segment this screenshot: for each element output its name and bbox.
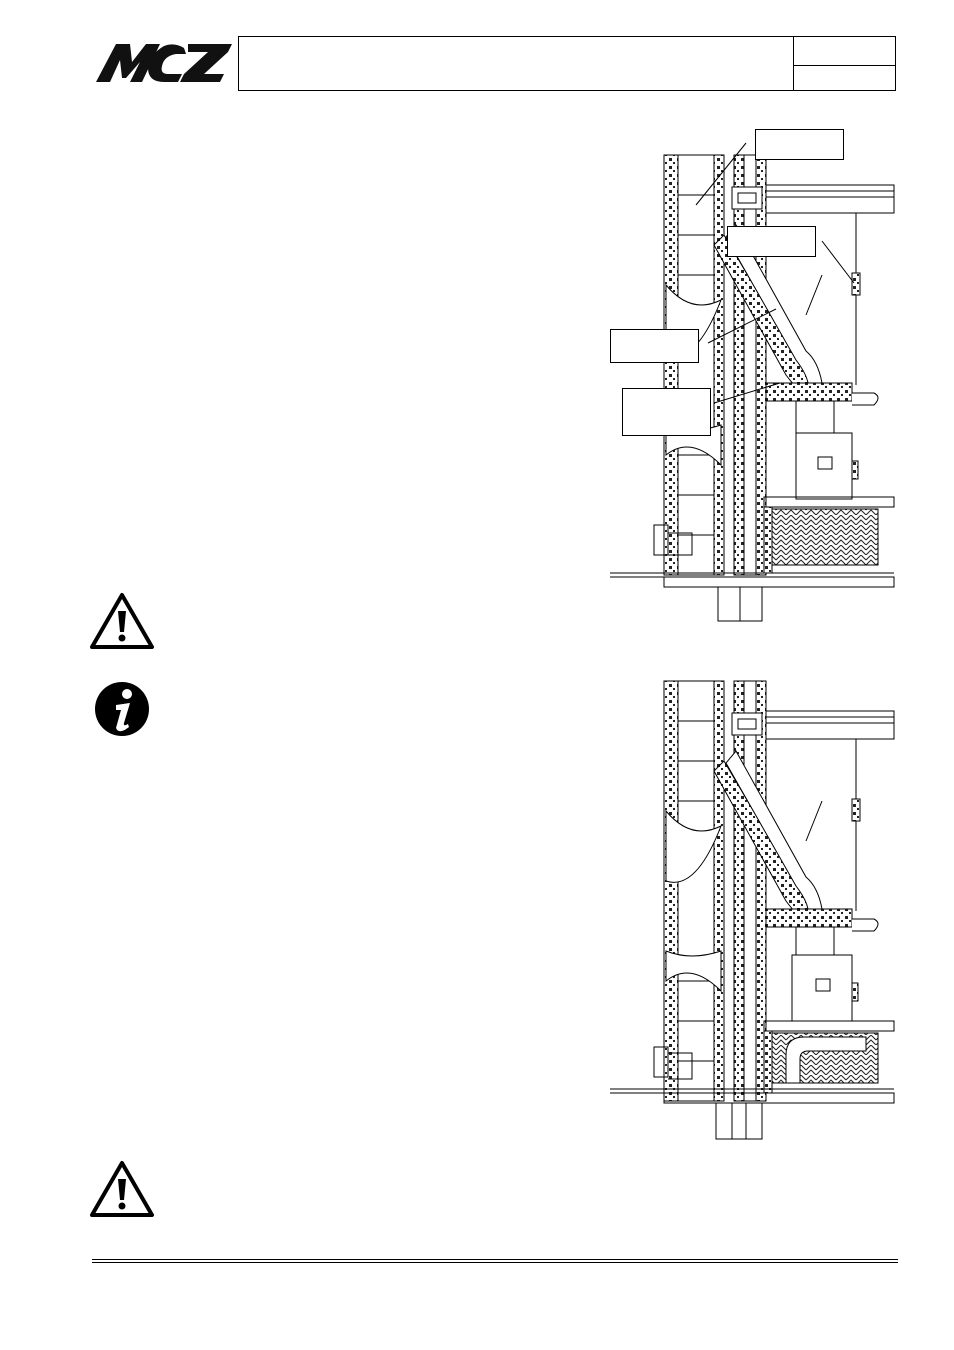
footer-rule bbox=[92, 1259, 898, 1263]
warning-triangle-icon bbox=[90, 1161, 154, 1217]
installation-drawing-top bbox=[610, 142, 895, 622]
header-divider bbox=[794, 65, 895, 66]
header-page-box bbox=[793, 37, 895, 90]
installation-drawing-bottom bbox=[610, 680, 895, 1140]
info-icon bbox=[95, 682, 149, 736]
warning-triangle-icon bbox=[90, 593, 154, 649]
callout-box-3 bbox=[610, 329, 699, 363]
mcz-logo bbox=[96, 44, 232, 82]
callout-box-4 bbox=[622, 388, 711, 436]
header-box bbox=[238, 36, 896, 91]
callout-box-1 bbox=[755, 129, 844, 160]
callout-box-2 bbox=[727, 226, 816, 257]
